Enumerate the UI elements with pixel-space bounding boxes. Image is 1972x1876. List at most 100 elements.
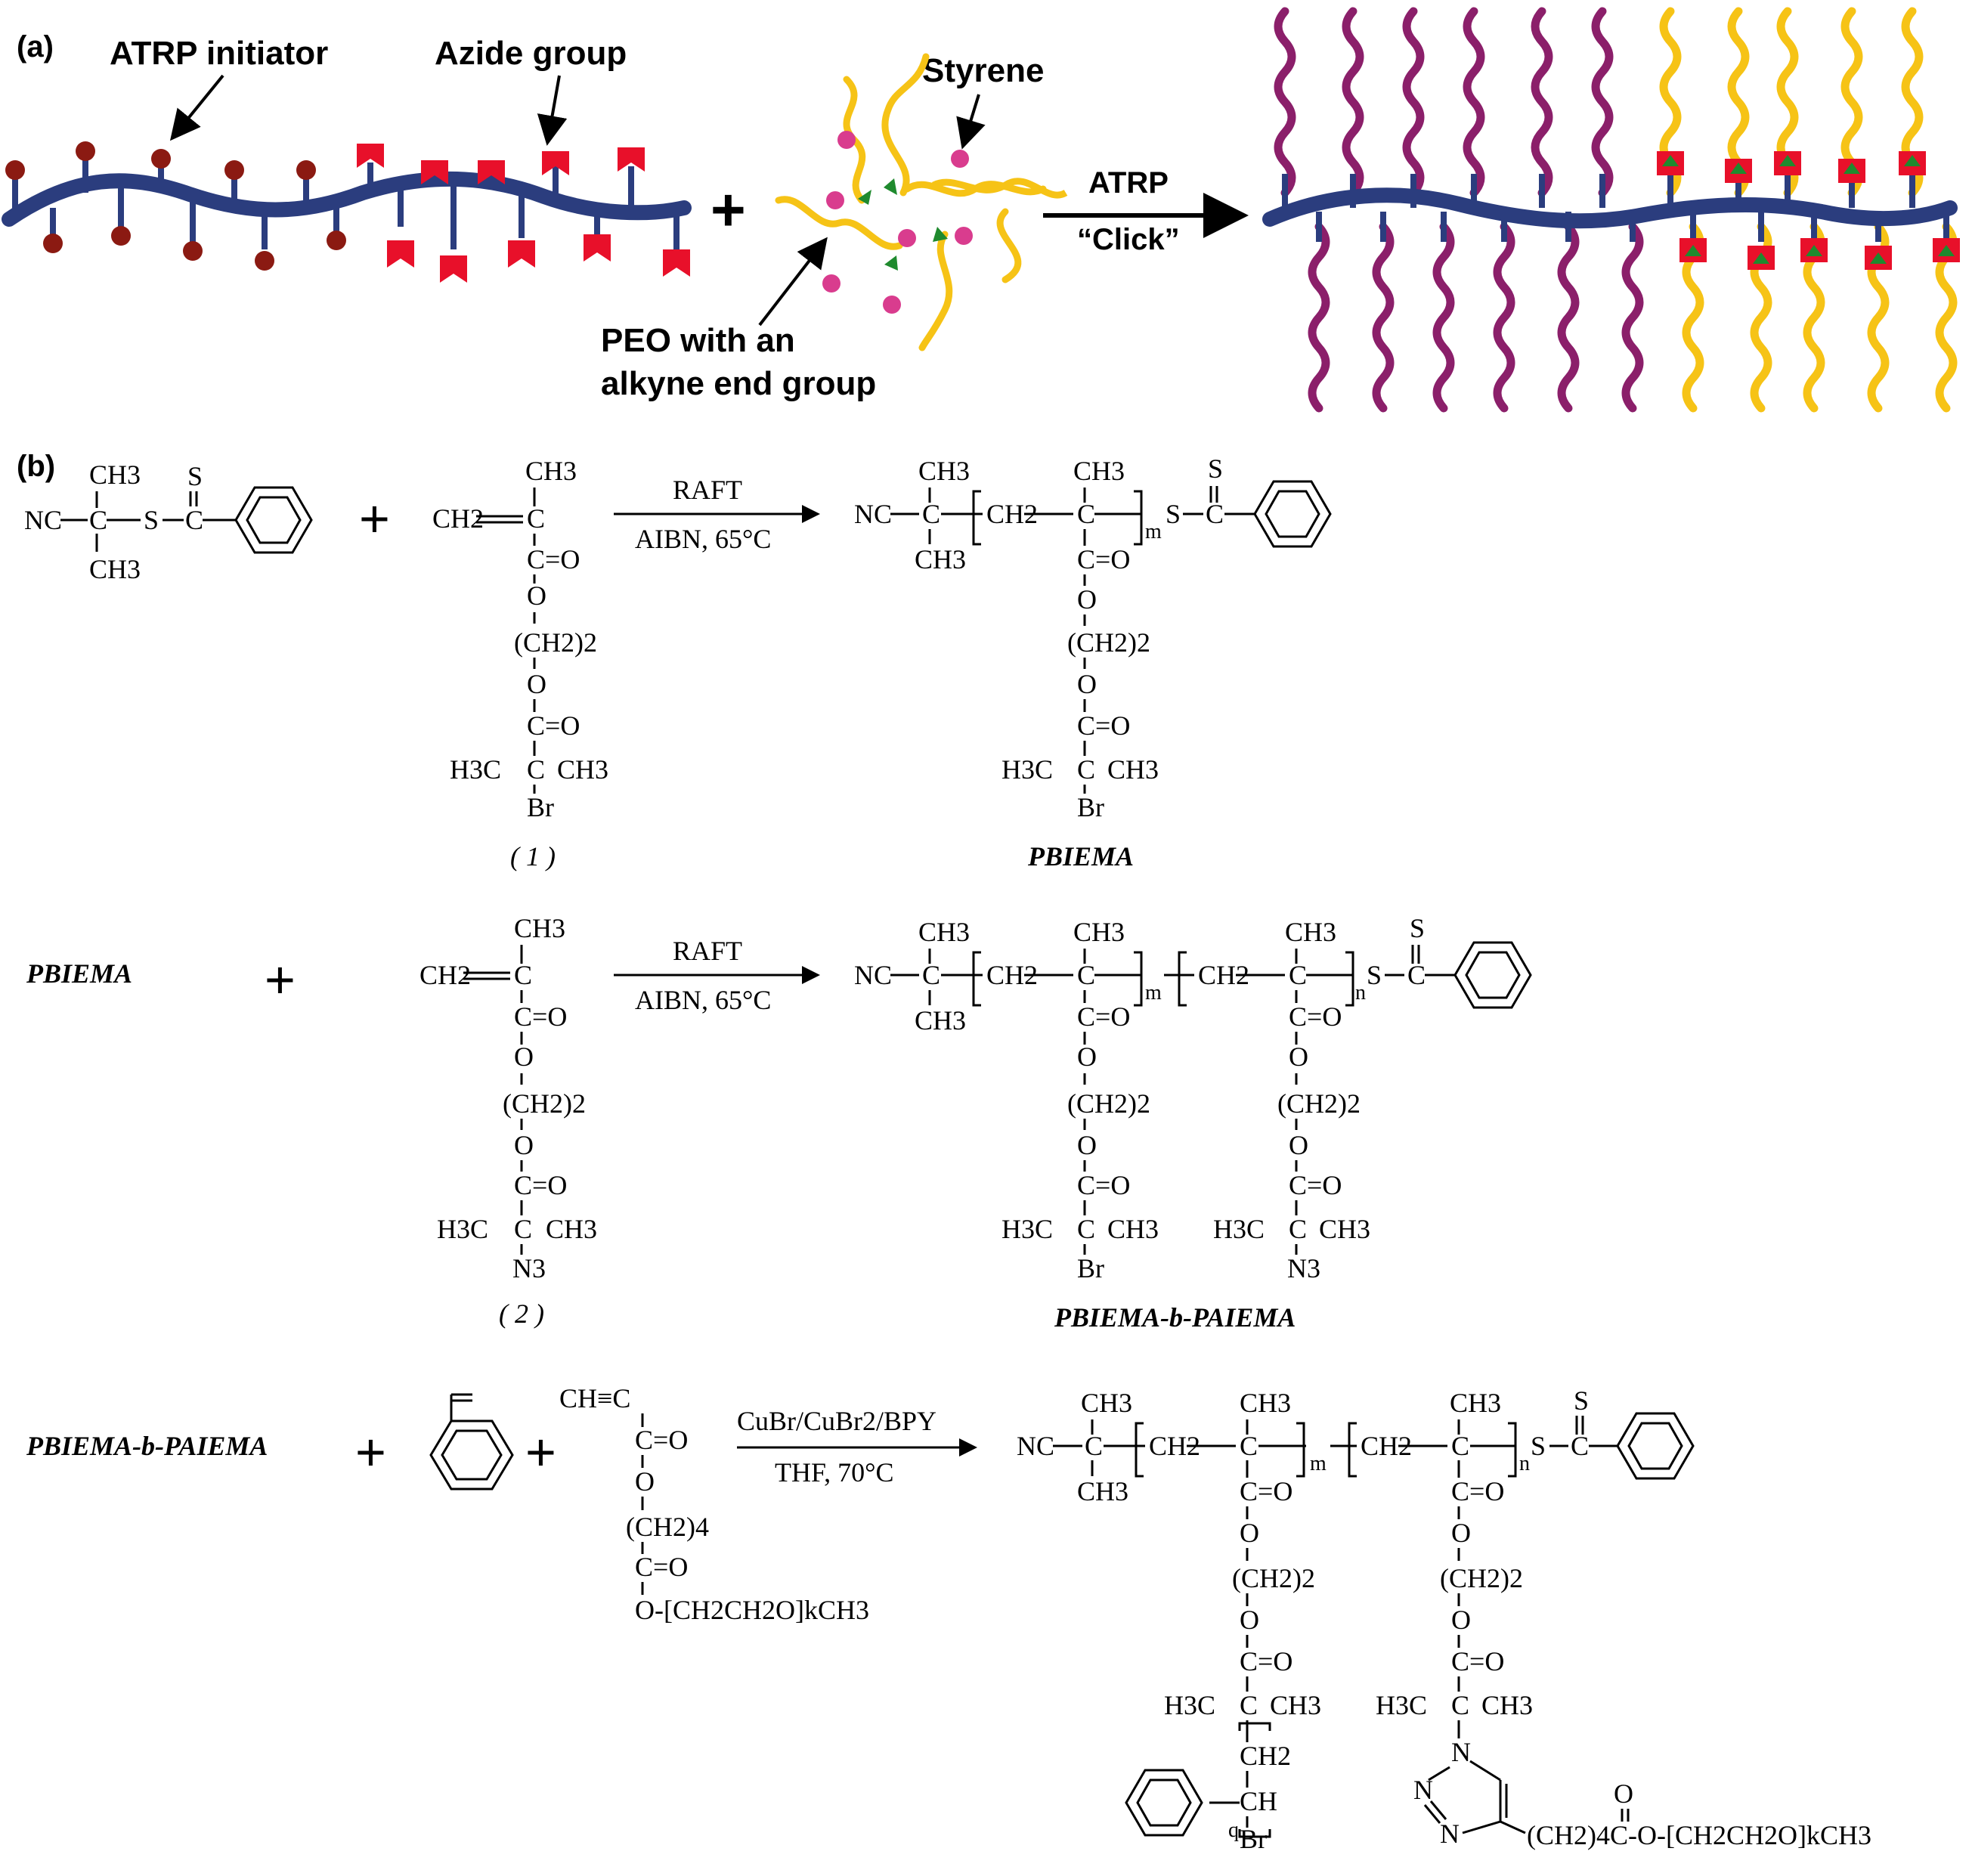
benzene-ring (234, 486, 313, 554)
svg-text:(CH2)2: (CH2)2 (1277, 1088, 1361, 1119)
svg-text:S: S (1208, 454, 1223, 484)
pbiema-b-paiema-name: PBIEMA-b-PAIEMA (1054, 1302, 1296, 1333)
polystyrene-chain (1402, 7, 1425, 197)
polystyrene-chain (1372, 222, 1395, 413)
alkyne-top: CH≡C (559, 1383, 630, 1413)
azide-group-arrow (537, 75, 568, 146)
aibn-label-1: AIBN, 65°C (635, 524, 771, 554)
m2-name: ( 2 ) (499, 1299, 544, 1329)
svg-text:O: O (1240, 1605, 1259, 1635)
svg-text:S: S (1574, 1385, 1589, 1416)
monomer-1: CH3 CH2 C C=O O (CH2)2 O C=O H3C C CH3 B… (432, 456, 608, 871)
panel-a-label: (a) (17, 30, 54, 63)
cta-c2: C (185, 505, 203, 535)
svg-text:O: O (1289, 1130, 1308, 1160)
svg-text:n: n (1519, 1452, 1530, 1475)
styrene-monomer (429, 1393, 514, 1491)
cta-nc: NC (24, 505, 62, 535)
svg-text:CH3: CH3 (1240, 1388, 1291, 1418)
svg-text:C: C (1206, 499, 1224, 529)
svg-text:CH3: CH3 (915, 1005, 966, 1036)
svg-text:C=O: C=O (1077, 1170, 1130, 1200)
atrp-initiator-arrow (169, 74, 224, 141)
azide-markers (357, 144, 690, 283)
peo-label-line2: alkyne end group (601, 365, 876, 402)
svg-text:O: O (1077, 669, 1097, 699)
m1-ch3: CH3 (525, 456, 577, 486)
m2-o1: O (514, 1042, 534, 1072)
svg-text:CH3: CH3 (1077, 1476, 1128, 1506)
alkyne-co: C=O (635, 1425, 688, 1455)
catalyst-label: CuBr/CuBr2/BPY (737, 1406, 936, 1436)
svg-text:H3C: H3C (1001, 754, 1053, 785)
svg-text:m: m (1310, 1452, 1327, 1475)
svg-text:S: S (1410, 913, 1425, 943)
m2-ch2-2: (CH2)2 (503, 1088, 586, 1119)
svg-text:CH3: CH3 (1107, 754, 1159, 785)
m1-ch3-right: CH3 (557, 754, 608, 785)
svg-text:q: q (1228, 1819, 1239, 1842)
svg-text:C: C (1407, 960, 1426, 990)
svg-text:CH3: CH3 (1270, 1690, 1321, 1720)
svg-text:C=O: C=O (1077, 710, 1130, 741)
m2-co: C=O (514, 1001, 567, 1032)
m1-co2: C=O (527, 710, 580, 741)
plus-sign: + (710, 176, 746, 243)
svg-text:C: C (1077, 1214, 1095, 1244)
polystyrene-chains (1274, 7, 1644, 413)
svg-text:CH3: CH3 (1319, 1214, 1370, 1244)
svg-text:H3C: H3C (1001, 1214, 1053, 1244)
macroinitiator-chain (2, 141, 692, 283)
raft-label-1: RAFT (673, 475, 742, 505)
svg-text:C=O: C=O (1240, 1476, 1292, 1506)
svg-text:C: C (1085, 1431, 1103, 1461)
m1-ch2-2: (CH2)2 (514, 627, 597, 658)
svg-text:CH3: CH3 (1073, 456, 1125, 486)
svg-text:C=O: C=O (1240, 1646, 1292, 1676)
svg-text:C: C (1240, 1431, 1258, 1461)
svg-text:CH3: CH3 (1107, 1214, 1159, 1244)
svg-text:CH3: CH3 (918, 456, 970, 486)
solvent-label: THF, 70°C (775, 1457, 894, 1487)
cta-ch3-bottom: CH3 (89, 554, 141, 584)
alkyne-peo-monomer: CH≡C C=O O (CH2)4 C=O O-[CH2CH2O]kCH3 (559, 1383, 869, 1625)
styrene-label: Styrene (922, 52, 1044, 89)
svg-text:C: C (1077, 754, 1095, 785)
panel-b-label: (b) (17, 450, 55, 483)
cta-s-double: S (187, 461, 203, 491)
peo-styrene-cluster: Styrene PEO with an alkyne end gr (601, 52, 1068, 402)
svg-text:C: C (1451, 1431, 1469, 1461)
peo-label-line1: PEO with an (601, 322, 795, 359)
polystyrene-chain (1493, 222, 1515, 413)
m2-c3: C (514, 1214, 532, 1244)
cta-ch3-top: CH3 (89, 460, 141, 490)
m2-o2: O (514, 1130, 534, 1160)
svg-text:NC: NC (1017, 1431, 1054, 1461)
m2-c: C (514, 960, 532, 990)
svg-text:O: O (1077, 1130, 1097, 1160)
styrene-arrow (956, 94, 986, 150)
svg-text:CH3: CH3 (1081, 1388, 1132, 1418)
svg-text:H3C: H3C (1213, 1214, 1265, 1244)
m1-ch2: CH2 (432, 503, 484, 534)
svg-text:(CH2)2: (CH2)2 (1440, 1563, 1523, 1593)
svg-text:CH3: CH3 (1450, 1388, 1501, 1418)
svg-text:CH3: CH3 (918, 917, 970, 947)
svg-text:C: C (1451, 1690, 1469, 1720)
polystyrene-chain (1591, 7, 1614, 197)
alkyne-ch2-4: (CH2)4 (626, 1512, 709, 1542)
triazole-links (1657, 151, 1960, 270)
alkyne-triangles (858, 178, 948, 271)
svg-text:n: n (1355, 981, 1366, 1005)
svg-text:Br: Br (1240, 1824, 1267, 1854)
peo-arrow (758, 237, 828, 327)
svg-text:H3C: H3C (1164, 1690, 1215, 1720)
alkyne-peo: O-[CH2CH2O]kCH3 (635, 1595, 869, 1625)
azide-group-label: Azide group (435, 35, 627, 72)
alkyne-o: O (635, 1466, 655, 1497)
m1-c3: C (527, 754, 545, 785)
svg-text:CH3: CH3 (1285, 917, 1336, 947)
